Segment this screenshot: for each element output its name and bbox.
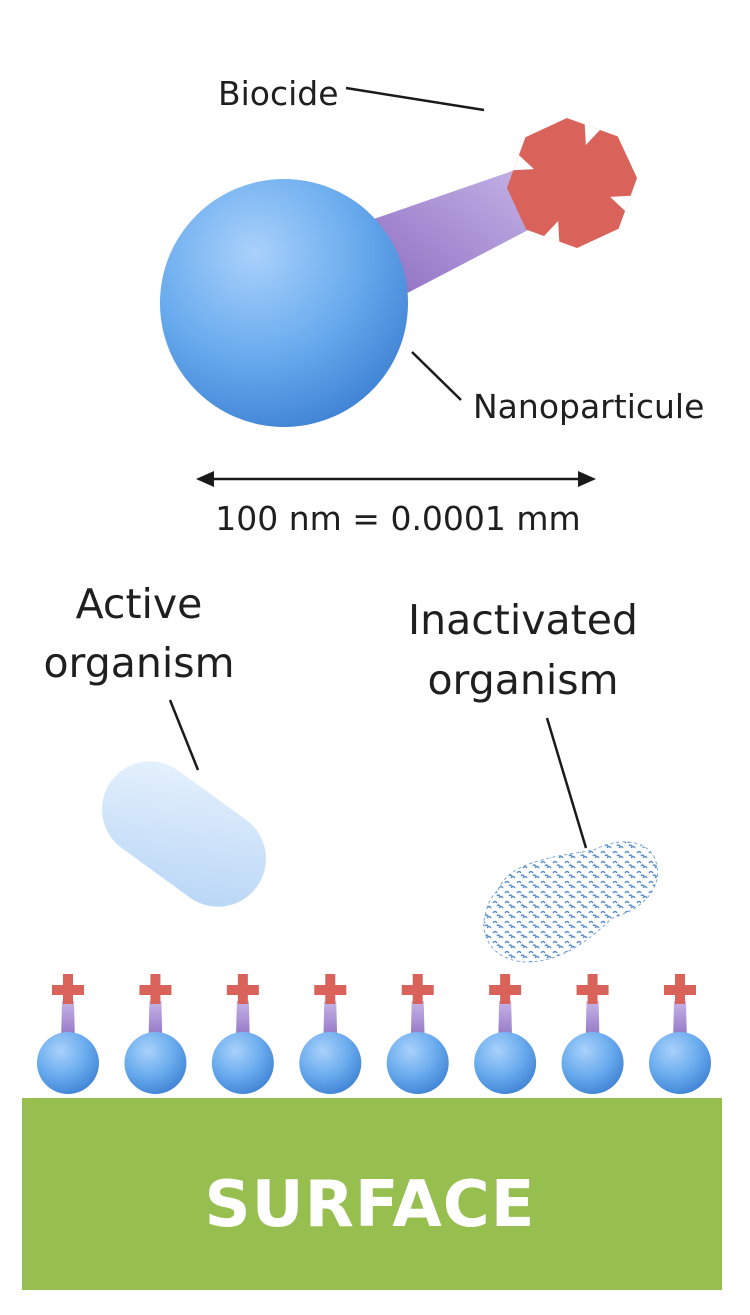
surface-nanoparticle — [211, 1032, 274, 1094]
surface-nanoparticle — [299, 1032, 362, 1094]
surface-particle — [649, 974, 711, 1094]
surface-particle — [299, 974, 362, 1094]
surface-particle — [124, 974, 187, 1094]
surface-block — [22, 1098, 722, 1290]
surface-biocide — [314, 974, 347, 1004]
surface-biocide — [489, 974, 522, 1004]
nanoparticule-label: Nanoparticule — [473, 387, 704, 426]
surface-particle — [211, 974, 274, 1094]
surface-particle — [37, 974, 99, 1094]
surface-particle — [561, 974, 624, 1094]
inactivated-organism-pointer-line — [545, 717, 588, 849]
scale-label: 100 nm = 0.0001 mm — [215, 499, 580, 538]
active-organism-label-line2: organism — [43, 639, 234, 687]
surface-biocide — [664, 974, 696, 1004]
surface-nanoparticle — [124, 1032, 187, 1094]
surface-particle — [386, 974, 449, 1094]
surface-label: SURFACE — [205, 1168, 536, 1242]
biocide-pointer-line — [345, 86, 485, 112]
big-linker — [365, 170, 532, 300]
surface-particle-row — [37, 974, 711, 1094]
surface-biocide — [576, 974, 609, 1004]
inactivated-organism-label-line1: Inactivated — [408, 596, 638, 644]
inactivated-organism-label-line2: organism — [427, 656, 618, 704]
active-organism-pointer-line — [168, 699, 200, 771]
surface-nanoparticle — [649, 1032, 711, 1094]
surface-particle — [474, 974, 537, 1094]
big-biocide — [506, 117, 638, 249]
surface-nanoparticle — [474, 1032, 537, 1094]
surface-biocide — [401, 974, 434, 1004]
surface-biocide — [139, 974, 172, 1004]
surface-nanoparticle — [561, 1032, 624, 1094]
nanoparticule-pointer-line — [411, 351, 462, 401]
surface-biocide — [226, 974, 259, 1004]
active-organism — [102, 761, 266, 907]
inactivated-organism — [483, 841, 658, 963]
active-organism-label-line1: Active — [76, 580, 203, 628]
surface-nanoparticle — [37, 1032, 99, 1094]
surface-biocide — [52, 974, 84, 1004]
big-nanoparticle — [160, 179, 408, 427]
scale-arrow — [196, 471, 596, 487]
biocide-label: Biocide — [218, 74, 339, 113]
surface-nanoparticle — [386, 1032, 449, 1094]
big-nanoparticle-assembly — [160, 117, 638, 427]
